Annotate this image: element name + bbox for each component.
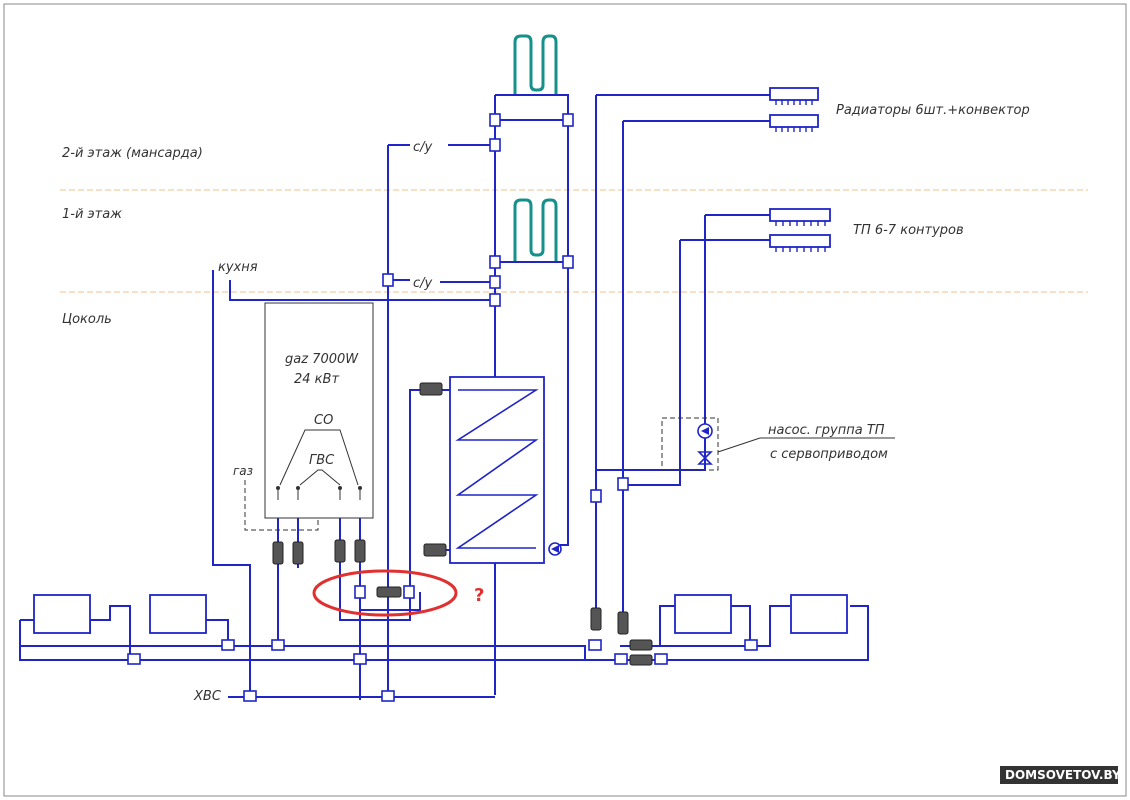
question-mark: ? <box>474 585 484 606</box>
watermark-badge <box>1000 766 1118 784</box>
floor-label-basement: Цоколь <box>62 312 112 327</box>
boiler-dhw-label: ГВС <box>309 453 335 468</box>
boiler-co-label: СО <box>314 413 333 428</box>
co-leaders <box>279 429 359 486</box>
gas-label: газ <box>233 464 253 478</box>
highlight-ellipse <box>312 569 458 617</box>
floor-heating-label: ТП 6-7 контуров <box>853 223 964 238</box>
pump-group-label-2: с сервоприводом <box>770 447 888 462</box>
floor-heating-manifold <box>769 208 831 252</box>
bathroom-upper-label: с/у <box>413 140 433 155</box>
pipe-network <box>19 94 869 700</box>
radiators-label: Радиаторы 6шт.+конвектор <box>836 103 1030 118</box>
servo-valve-icon <box>697 451 713 465</box>
floor-label-first: 1-й этаж <box>62 207 122 222</box>
pipe-tees <box>127 113 758 702</box>
radiator-basement-3 <box>674 594 732 634</box>
pump-group-leader <box>717 437 761 453</box>
valves <box>272 382 653 666</box>
boiler-power: 24 кВт <box>294 372 339 387</box>
radiator-manifold <box>769 87 819 132</box>
indirect-water-heater <box>449 376 545 564</box>
towel-rail-upper <box>513 34 558 95</box>
radiator-basement-1 <box>33 594 91 634</box>
cold-water-label: ХВС <box>193 689 222 704</box>
floor-pump-arrow <box>701 427 709 435</box>
radiator-basement-4 <box>790 594 848 634</box>
tank-pump-arrow <box>551 545 559 553</box>
kitchen-label: кухня <box>218 260 258 275</box>
radiator-basement-2 <box>149 594 207 634</box>
bathroom-lower-label: с/у <box>413 276 433 291</box>
dhw-leaders <box>299 469 341 486</box>
boiler-model: gaz 7000W <box>285 352 359 367</box>
towel-rail-lower <box>513 198 558 262</box>
watermark-text: DOMSOVETOV.BY <box>1005 768 1121 782</box>
gas-line <box>244 480 319 531</box>
gas-boiler <box>264 302 374 519</box>
pump-group-box <box>661 417 719 471</box>
floor-label-second: 2-й этаж (мансарда) <box>62 146 203 161</box>
pump-group-label-1: насос. группа ТП <box>768 423 885 438</box>
boiler-connectors <box>276 486 362 500</box>
heater-coil <box>455 389 539 549</box>
drawing-frame <box>3 3 1127 797</box>
